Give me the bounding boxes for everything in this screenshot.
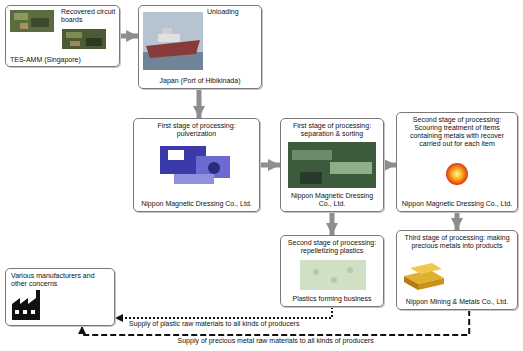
process-box: First stage of processing: separation & …: [280, 118, 384, 212]
flow-arrow: [120, 34, 138, 39]
scouring-fire-picture: [446, 163, 468, 185]
circuit-board-photo: [62, 29, 106, 49]
plastic-pellets-picture: [300, 260, 366, 290]
precious-metal-bars: [404, 263, 444, 290]
flow-arrow: [197, 89, 202, 118]
supply-arrow: [82, 310, 469, 335]
flow-arrow: [384, 163, 396, 168]
box-heading: Third stage of processing: making precio…: [400, 234, 514, 250]
pulverizer-picture: [160, 146, 230, 184]
process-box: Second stage of processing: Scouring tre…: [396, 112, 518, 212]
box-heading: First stage of processing: separation & …: [284, 122, 380, 138]
process-box: UnloadingJapan (Port of Hibikinada): [138, 5, 262, 89]
sorting-photo: [288, 142, 376, 188]
edge-label: Supply of plastic raw materials to all k…: [127, 320, 301, 328]
process-box: Various manufacturers and other concerns: [5, 268, 115, 326]
box-caption: TES-AMM (Singapore): [10, 56, 116, 64]
box-caption: Japan (Port of Hibikinada): [142, 77, 258, 85]
box-heading: Various manufacturers and other concerns: [11, 272, 109, 288]
edge-label: Supply of precious metal raw materials t…: [176, 337, 376, 345]
box-heading: Recovered circuit boards: [61, 8, 117, 24]
box-heading: Second stage of processing: Scouring tre…: [400, 116, 514, 148]
box-heading: Unloading: [207, 8, 259, 16]
box-heading: Second stage of processing: repelletizin…: [284, 239, 380, 255]
process-box: Recovered circuit boardsTES-AMM (Singapo…: [5, 5, 120, 67]
factory-icon: [12, 290, 40, 320]
box-caption: Nippon Magnetic Dressing Co., Ltd.: [400, 200, 514, 208]
flow-arrow: [330, 212, 335, 235]
ship-photo: [143, 12, 203, 70]
box-caption: Nippon Magnetic Dressing Co., Ltd.: [284, 192, 380, 208]
process-box: Second stage of processing: repelletizin…: [280, 235, 384, 307]
box-caption: Plastics forming business: [284, 295, 380, 303]
box-caption: Nippon Magnetic Dressing Co., Ltd.: [137, 200, 256, 208]
box-caption: Nippon Mining & Metals Co., Ltd.: [400, 298, 514, 306]
box-heading: First stage of processing: pulverization: [137, 122, 256, 138]
process-box: Third stage of processing: making precio…: [396, 230, 518, 310]
flow-arrow: [260, 163, 280, 168]
supply-arrow: [115, 307, 332, 318]
circuit-board-photo: [10, 10, 54, 32]
process-box: First stage of processing: pulverization…: [133, 118, 260, 212]
flow-arrow: [455, 212, 460, 230]
